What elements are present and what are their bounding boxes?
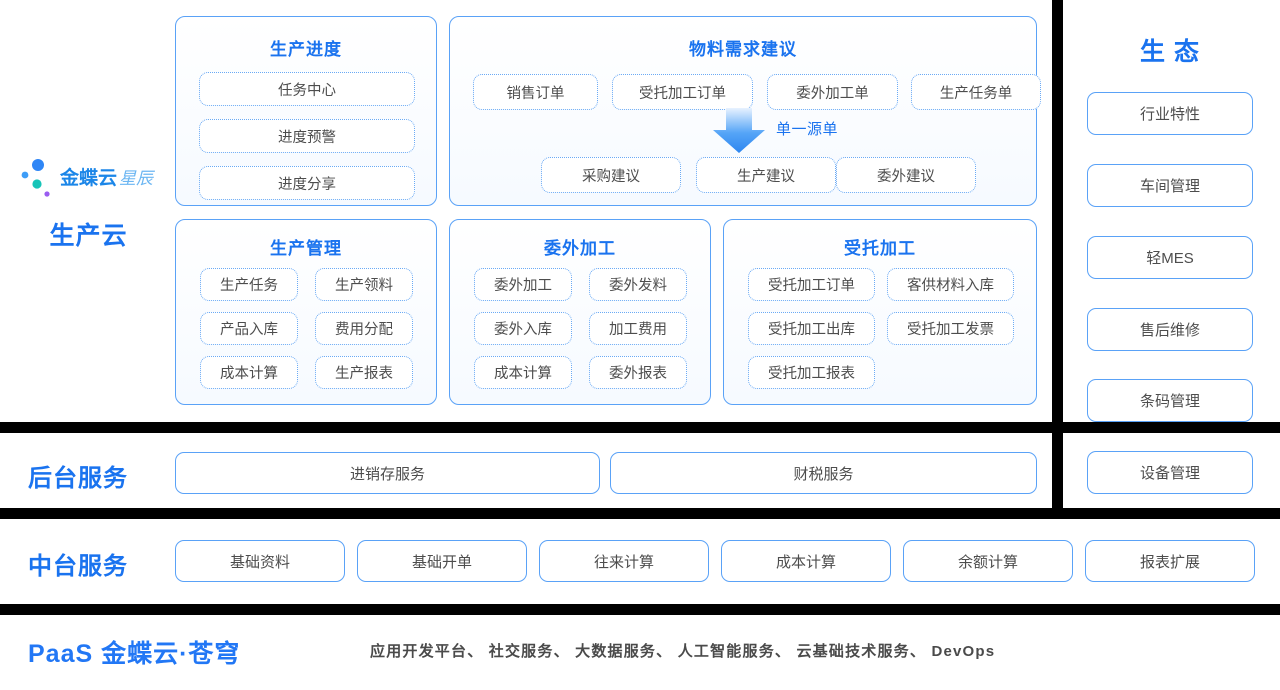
middle-service-balance-calculation[interactable]: 余额计算 [903,540,1073,582]
chip-production-report[interactable]: 生产报表 [315,356,413,389]
divider-bar-bottom [0,604,1280,615]
chip-production-picking[interactable]: 生产领料 [315,268,413,301]
panel-production-progress: 生产进度 任务中心 进度预警 进度分享 [175,16,437,206]
chip-purchase-suggestion[interactable]: 采购建议 [541,157,681,193]
panel-entrusted-processing: 受托加工 受托加工订单 客供材料入库 受托加工出库 受托加工发票 受托加工报表 [723,219,1037,405]
chip-cost-allocation[interactable]: 费用分配 [315,312,413,345]
divider-bar-top [0,422,1280,433]
panel-production-management: 生产管理 生产任务 生产领料 产品入库 费用分配 成本计算 生产报表 [175,219,437,405]
chip-outsourced-processing-order[interactable]: 委外加工单 [767,74,898,110]
chip-customer-material-inbound[interactable]: 客供材料入库 [887,268,1014,301]
chip-sales-order[interactable]: 销售订单 [473,74,598,110]
chip-entrusted-order[interactable]: 受托加工订单 [748,268,875,301]
chip-outsourced-report[interactable]: 委外报表 [589,356,687,389]
ecosystem-item-equipment-management[interactable]: 设备管理 [1087,451,1253,494]
chip-entrusted-report[interactable]: 受托加工报表 [748,356,875,389]
chip-task-center[interactable]: 任务中心 [199,72,415,106]
chip-progress-share[interactable]: 进度分享 [199,166,415,200]
chip-outsourced-processing[interactable]: 委外加工 [474,268,572,301]
chip-production-task-order[interactable]: 生产任务单 [911,74,1041,110]
chip-product-inbound[interactable]: 产品入库 [200,312,298,345]
divider-bar-middle [0,508,1280,519]
chip-outsourced-inbound[interactable]: 委外入库 [474,312,572,345]
kingdee-logo: 金蝶云 星辰 [16,156,156,200]
rail-label-middle-services: 中台服务 [28,553,128,580]
chip-outsourced-issue[interactable]: 委外发料 [589,268,687,301]
backend-service-inventory[interactable]: 进销存服务 [175,452,600,494]
middle-service-cost-calculation[interactable]: 成本计算 [721,540,891,582]
rail-label-backend-services: 后台服务 [28,465,128,492]
ecosystem-item-barcode-management[interactable]: 条码管理 [1087,379,1253,422]
down-arrow-icon [712,108,766,154]
ecosystem-item-after-sales-repair[interactable]: 售后维修 [1087,308,1253,351]
chip-processing-fee[interactable]: 加工费用 [589,312,687,345]
panel-title-material-demand: 物料需求建议 [689,40,797,59]
panel-title-outsourced-processing: 委外加工 [544,239,616,258]
middle-service-transaction-calculation[interactable]: 往来计算 [539,540,709,582]
middle-service-report-extension[interactable]: 报表扩展 [1085,540,1255,582]
arrow-label-single-source: 单一源单 [776,121,839,138]
chip-production-suggestion[interactable]: 生产建议 [696,157,836,193]
ecosystem-item-industry-features[interactable]: 行业特性 [1087,92,1253,135]
paas-description: 应用开发平台、 社交服务、 大数据服务、 人工智能服务、 云基础技术服务、 De… [370,643,996,660]
chip-entrusted-outbound[interactable]: 受托加工出库 [748,312,875,345]
ecosystem-item-light-mes[interactable]: 轻MES [1087,236,1253,279]
backend-service-finance-tax[interactable]: 财税服务 [610,452,1037,494]
chip-outsourcing-suggestion[interactable]: 委外建议 [836,157,976,193]
chip-outsourced-cost-calculation[interactable]: 成本计算 [474,356,572,389]
panel-outsourced-processing: 委外加工 委外加工 委外发料 委外入库 加工费用 成本计算 委外报表 [449,219,711,405]
panel-material-demand: 物料需求建议 销售订单 受托加工订单 委外加工单 生产任务单 采购建议 生产建议… [449,16,1041,206]
ecosystem-title: 生 态 [1140,38,1200,66]
rail-label-production-cloud: 生产云 [49,222,128,250]
middle-service-basic-billing[interactable]: 基础开单 [357,540,527,582]
chip-entrusted-invoice[interactable]: 受托加工发票 [887,312,1014,345]
paas-title: PaaS 金蝶云·苍穹 [28,640,241,668]
panel-title-production-management: 生产管理 [270,239,342,258]
chip-progress-alert[interactable]: 进度预警 [199,119,415,153]
chip-entrusted-processing-order[interactable]: 受托加工订单 [612,74,753,110]
divider-bar-vertical [1052,0,1063,519]
chip-production-task[interactable]: 生产任务 [200,268,298,301]
chip-cost-calculation[interactable]: 成本计算 [200,356,298,389]
svg-text:星辰: 星辰 [119,169,156,188]
svg-text:金蝶云: 金蝶云 [59,166,117,189]
middle-service-basic-data[interactable]: 基础资料 [175,540,345,582]
panel-title-entrusted-processing: 受托加工 [844,239,916,258]
panel-title-production-progress: 生产进度 [270,40,342,59]
ecosystem-item-workshop-management[interactable]: 车间管理 [1087,164,1253,207]
